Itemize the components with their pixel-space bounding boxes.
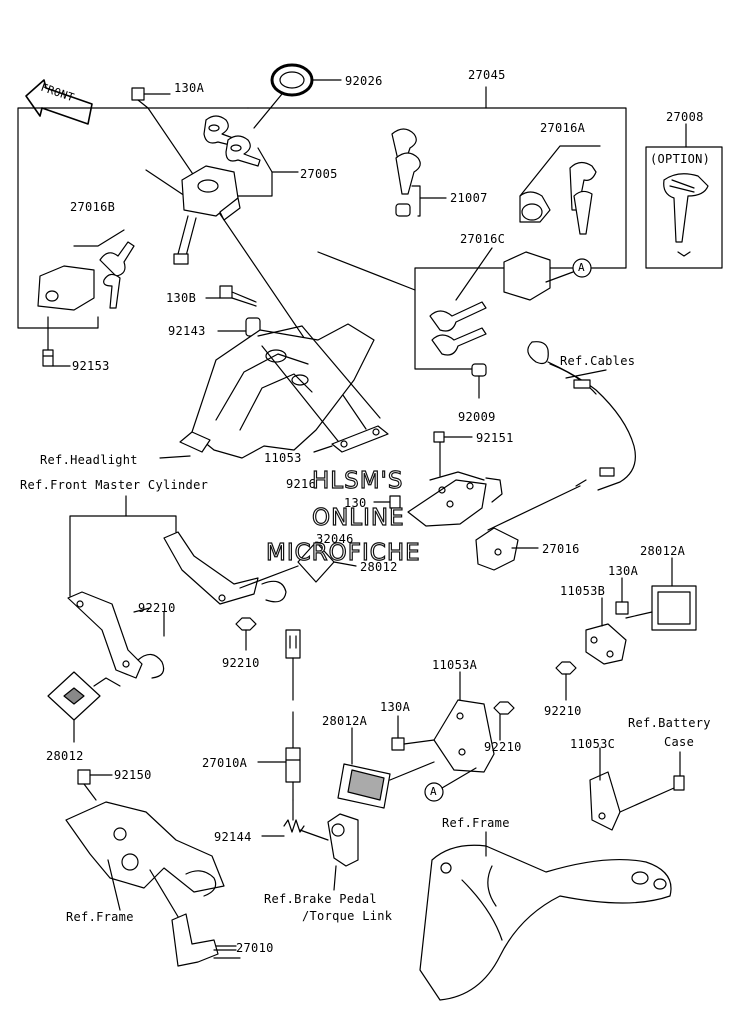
label-32046: 32046	[316, 532, 354, 546]
label-28012A-right: 28012A	[640, 544, 686, 558]
bolt-92153	[42, 349, 54, 367]
label-27008: 27008	[666, 110, 704, 124]
label-27045: 27045	[468, 68, 506, 82]
lock-27016B	[37, 241, 135, 311]
watermark-line-3: MICROFICHE	[265, 539, 421, 566]
label-130B: 130B	[166, 291, 197, 305]
bracket-11053B	[585, 623, 627, 665]
label-27010A: 27010A	[202, 756, 248, 770]
bracket-32046	[407, 471, 503, 527]
label-92210-mid: 92210	[222, 656, 260, 670]
label-ref-battery-2: Case	[664, 735, 695, 749]
label-92144: 92144	[214, 830, 252, 844]
cylinder-27016A	[519, 161, 597, 235]
label-92026: 92026	[345, 74, 383, 88]
watermark-line-2: ONLINE	[311, 504, 405, 531]
label-130A-right: 130A	[608, 564, 639, 578]
switch-27010	[171, 913, 241, 967]
label-11053B: 11053B	[560, 584, 606, 598]
label-92151: 92151	[476, 431, 514, 445]
label-92210-lower: 92210	[484, 740, 522, 754]
label-92160: 9216	[286, 477, 317, 491]
ignition-switch	[173, 165, 241, 265]
reflector-28012	[47, 671, 121, 721]
frame-right	[419, 844, 672, 1001]
label-28012: 28012	[46, 749, 84, 763]
nut-92210-right	[555, 661, 577, 675]
label-11053A: 11053A	[432, 658, 478, 672]
label-27005: 27005	[300, 167, 338, 181]
label-11053: 11053	[264, 451, 302, 465]
label-ref-brake-1: Ref.Brake Pedal	[264, 892, 377, 906]
label-11053C: 11053C	[570, 737, 616, 751]
keys-21007	[391, 128, 421, 217]
plate-small	[331, 425, 389, 453]
clip-92009	[471, 363, 487, 377]
bolt-130A-right	[615, 601, 629, 615]
lock-27016C	[429, 251, 551, 356]
label-21007: 21007	[450, 191, 488, 205]
label-130A-top: 130A	[174, 81, 205, 95]
ref-circle-A-bottom	[424, 782, 444, 802]
bolt-92150	[77, 769, 97, 801]
label-A-bottom: A	[430, 785, 437, 798]
label-130: 130	[344, 496, 367, 510]
bracket-11053	[179, 323, 375, 459]
key-27008	[663, 173, 709, 257]
label-27016C: 27016C	[460, 232, 506, 246]
bolt-130B	[219, 285, 257, 307]
screw-130A-top	[131, 87, 149, 109]
label-27016A: 27016A	[540, 121, 586, 135]
bolt-130A-mid	[391, 737, 405, 751]
bracket-11053A	[433, 699, 495, 773]
label-28012-mid: 28012	[360, 560, 398, 574]
label-ref-front-master: Ref.Front Master Cylinder	[20, 478, 209, 492]
label-ref-frame-left: Ref.Frame	[66, 910, 134, 924]
ring-92026	[270, 63, 314, 97]
brake-pedal-bracket	[327, 813, 359, 867]
screw-92151	[433, 431, 445, 443]
label-130A-mid: 130A	[380, 700, 411, 714]
switch-27010A	[285, 629, 301, 801]
label-ref-frame-right: Ref.Frame	[442, 816, 510, 830]
group-bracket-27045	[414, 86, 627, 291]
label-92009: 92009	[458, 410, 496, 424]
reflector-28012A-right	[651, 585, 697, 631]
option-box-title: (OPTION)	[650, 152, 711, 166]
spring-92144	[283, 799, 305, 833]
watermark-line-1: HLSM'S	[311, 467, 404, 494]
nut-92210-mid	[235, 617, 257, 631]
label-ref-brake-2: /Torque Link	[302, 909, 393, 923]
bolt-battery-case	[619, 775, 685, 813]
label-ref-battery-1: Ref.Battery	[628, 716, 711, 730]
label-92153: 92153	[72, 359, 110, 373]
frame-left	[65, 801, 225, 897]
label-27010: 27010	[236, 941, 274, 955]
label-92210-right: 92210	[544, 704, 582, 718]
bracket-front-master	[67, 531, 287, 679]
label-92150: 92150	[114, 768, 152, 782]
label-A-top: A	[578, 261, 585, 274]
bracket-11053C	[589, 771, 621, 831]
keys-27005	[203, 115, 261, 167]
seat-lock-cable	[527, 341, 636, 491]
front-arrow-icon	[25, 79, 93, 125]
label-ref-cables: Ref.Cables	[560, 354, 636, 368]
reflector-28012A-mid	[337, 763, 391, 809]
label-28012A-mid: 28012A	[322, 714, 368, 728]
label-92210-left: 92210	[138, 601, 176, 615]
label-ref-headlight: Ref.Headlight	[40, 453, 138, 467]
latch-27016	[475, 527, 519, 571]
label-27016: 27016	[542, 542, 580, 556]
nut-92210-lower	[493, 701, 515, 715]
label-92143: 92143	[168, 324, 206, 338]
label-27016B: 27016B	[70, 200, 116, 214]
